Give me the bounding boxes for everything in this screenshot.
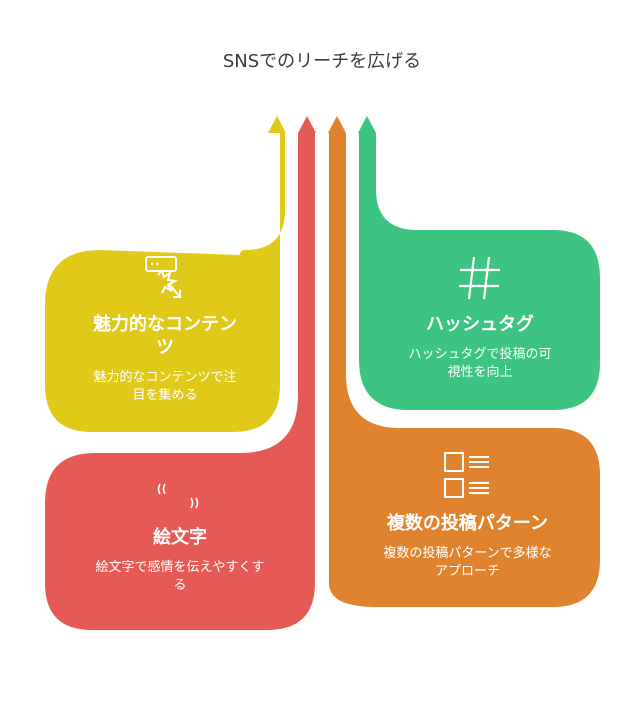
card-attractive-content: 魅力的なコンテン ツ 魅力的なコンテンツで注 目を集める [55, 253, 275, 405]
card-description: ハッシュタグで投稿の可 視性を向上 [408, 347, 552, 380]
page-title: SNSでのリーチを広げる [222, 51, 422, 72]
card-description: 魅力的なコンテンツで注 目を集める [93, 370, 237, 403]
card-heading: 魅力的なコンテン ツ [93, 314, 237, 358]
yellow-band [45, 133, 285, 432]
orange-arrowhead [328, 116, 346, 133]
list-icon [441, 450, 495, 506]
card-multiple-patterns: 複数の投稿パターン 複数の投稿パターンで多様な アプローチ [355, 450, 580, 581]
card-emoji: 絵文字 絵文字で感情を伝えやすくす る [65, 478, 295, 595]
card-description: 複数の投稿パターンで多様な アプローチ [383, 546, 552, 579]
card-heading: ハッシュタグ [426, 314, 534, 335]
red-arrowhead [298, 116, 316, 133]
green-arrowhead [358, 116, 376, 133]
card-description: 絵文字で感情を伝えやすくす る [95, 560, 265, 593]
orange-band [329, 133, 600, 607]
card-heading: 絵文字 [153, 527, 207, 548]
green-band [359, 133, 600, 410]
sparkle-click-icon [140, 253, 190, 307]
card-hashtag: ハッシュタグ ハッシュタグで投稿の可 視性を向上 [380, 253, 580, 382]
yellow-arrowhead [268, 116, 286, 133]
quote-marks-icon [150, 478, 210, 520]
red-band [45, 133, 315, 630]
card-heading: 複数の投稿パターン [386, 513, 549, 534]
hashtag-icon [455, 253, 505, 307]
